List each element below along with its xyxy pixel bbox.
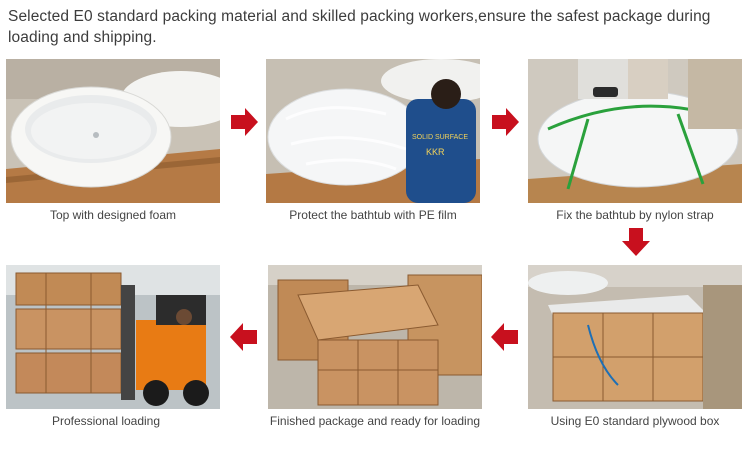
bathtub-foam-photo	[6, 59, 220, 203]
step-photo-bathtub-foam	[6, 59, 220, 203]
pe-film-photo: SOLID SURFACE KKR	[266, 59, 480, 203]
step-photo-plywood-box	[528, 265, 742, 409]
step-caption: Professional loading	[51, 414, 161, 428]
step-caption: Protect the bathtub with PE film	[289, 208, 457, 222]
step-photo-forklift	[6, 265, 220, 409]
step-photo-finished-crates	[268, 265, 482, 409]
svg-text:SOLID SURFACE: SOLID SURFACE	[412, 134, 468, 141]
step-caption: Top with designed foam	[49, 208, 177, 222]
step-caption: Using E0 standard plywood box	[550, 414, 720, 428]
forklift-loading-photo	[6, 265, 220, 409]
step-caption: Fix the bathtub by nylon strap	[556, 208, 714, 222]
arrow-right-icon	[229, 107, 259, 137]
nylon-strap-photo	[528, 59, 742, 203]
step-photo-nylon-strap	[528, 59, 742, 203]
page-headline: Selected E0 standard packing material an…	[8, 8, 711, 46]
finished-crates-photo	[268, 265, 482, 409]
plywood-box-photo	[528, 265, 742, 409]
arrow-left-icon	[490, 322, 520, 352]
step-caption: Finished package and ready for loading	[269, 414, 481, 428]
svg-text:KKR: KKR	[426, 147, 445, 157]
arrow-left-icon	[229, 322, 259, 352]
arrow-right-icon	[490, 107, 520, 137]
step-photo-pe-film: SOLID SURFACE KKR	[266, 59, 480, 203]
arrow-down-icon	[621, 227, 651, 257]
